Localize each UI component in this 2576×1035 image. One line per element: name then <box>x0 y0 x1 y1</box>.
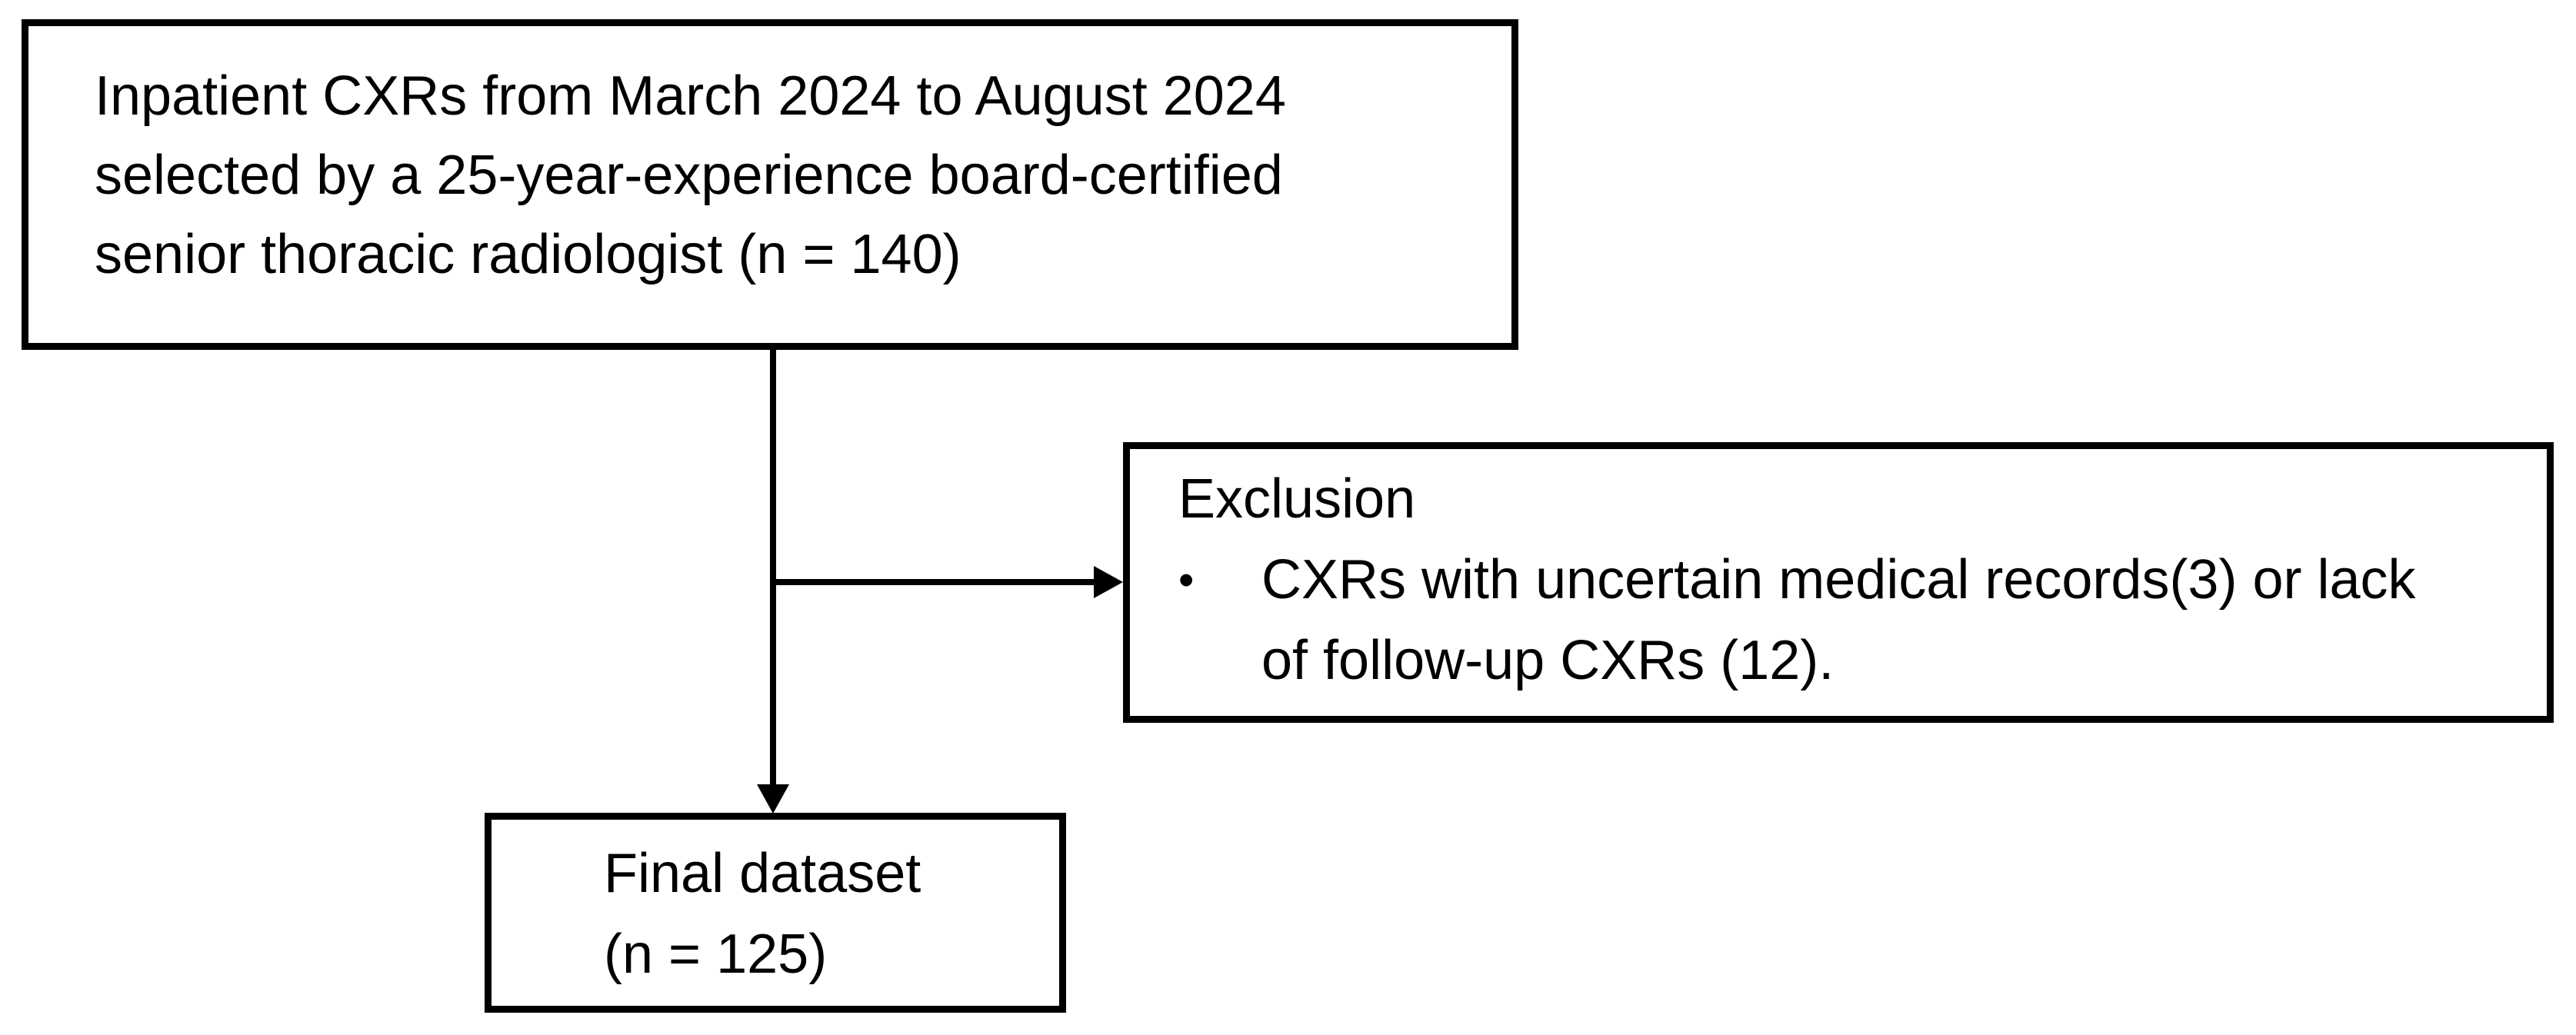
exclusion-item-line-2: of follow-up CXRs (12). <box>1261 630 1835 691</box>
final-dataset-box: Final dataset (n = 125) <box>485 813 1066 1013</box>
source-cohort-line-1: Inpatient CXRs from March 2024 to August… <box>95 65 1286 127</box>
final-dataset-line-2: (n = 125) <box>604 924 828 985</box>
source-cohort-line-2: selected by a 25-year-experience board-c… <box>95 145 1283 206</box>
exclusion-item-line-1: CXRs with uncertain medical records(3) o… <box>1261 549 2416 611</box>
source-cohort-box: Inpatient CXRs from March 2024 to August… <box>22 19 1518 350</box>
exclusion-bullet-text: CXRs with uncertain medical records(3) o… <box>1261 540 2539 701</box>
vertical-connector-line <box>770 350 776 788</box>
branch-connector-line <box>773 579 1096 585</box>
arrowhead-right-icon <box>1094 566 1123 598</box>
arrowhead-down-icon <box>757 784 789 814</box>
exclusion-title: Exclusion <box>1178 468 1416 530</box>
exclusion-box: Exclusion • CXRs with uncertain medical … <box>1123 442 2554 723</box>
source-cohort-line-3: senior thoracic radiologist (n = 140) <box>95 224 961 285</box>
bullet-icon: • <box>1178 555 1195 605</box>
exclusion-bullet-item: • CXRs with uncertain medical records(3)… <box>1178 540 2539 701</box>
final-dataset-line-1: Final dataset <box>604 843 921 904</box>
